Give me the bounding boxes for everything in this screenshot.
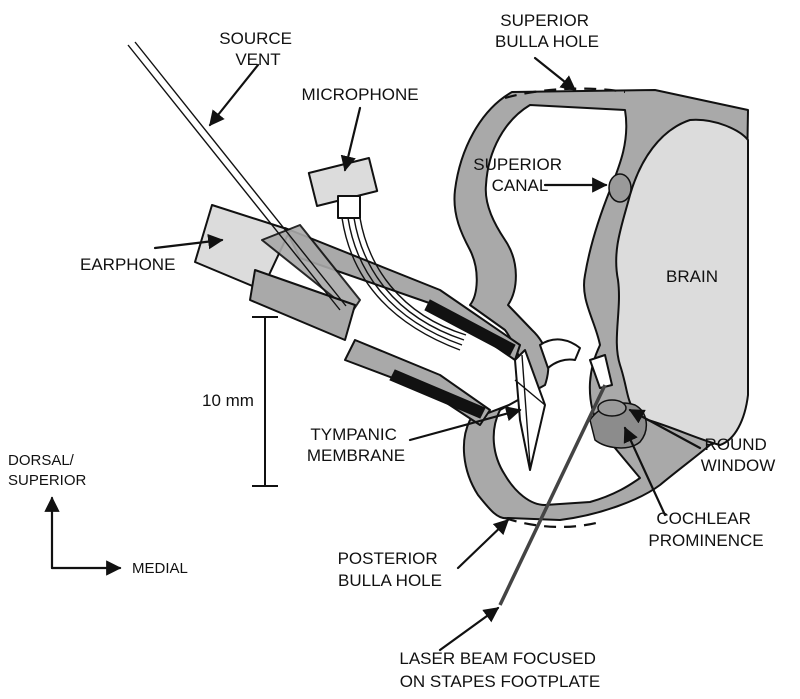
scale-bar	[252, 316, 278, 487]
ossicle-chain	[539, 338, 581, 369]
speculum-insert-upper	[424, 299, 516, 356]
superior-canal-shape	[608, 173, 632, 203]
source-vent-tube-edge	[134, 41, 347, 307]
microphone-stem	[337, 195, 361, 219]
tympanic-membrane-detail	[514, 354, 546, 466]
stapes	[589, 354, 613, 389]
superior-canal-label: SUPERIOR CANAL	[473, 155, 567, 195]
cochlear-prominence-label: COCHLEAR PROMINENCE	[648, 509, 763, 550]
medial-label: MEDIAL	[132, 560, 188, 577]
posterior-bulla-hole	[504, 516, 601, 529]
microphone-arrow	[340, 106, 362, 172]
dorsal-superior-label: DORSAL/ SUPERIOR	[8, 452, 87, 489]
speculum-insert-lower	[389, 369, 486, 419]
laser-beam-arrow	[438, 606, 500, 652]
laser-beam	[498, 384, 607, 606]
microphone-label: MICROPHONE	[301, 85, 418, 104]
laser-beam-label: LASER BEAM FOCUSED ON STAPES FOOTPLATE	[399, 649, 600, 691]
source-vent-arrow	[208, 63, 260, 127]
round-window-shape	[597, 399, 627, 417]
earphone-label: EARPHONE	[80, 255, 175, 274]
scale-bar-label: 10 mm	[202, 391, 254, 410]
posterior-bulla-hole-arrow	[456, 518, 510, 570]
earphone-tube-lower	[249, 269, 356, 341]
superior-bulla-hole-label: SUPERIOR BULLA HOLE	[495, 11, 599, 51]
cochlear-prominence-arrow	[623, 426, 667, 517]
round-window-arrow	[628, 408, 702, 450]
source-vent-tube	[127, 44, 341, 311]
tympanic-membrane-label: TYMPANIC MEMBRANE	[307, 425, 405, 465]
tympanic-membrane-arrow	[408, 406, 522, 442]
brain-label: BRAIN	[666, 267, 718, 286]
earphone-arrow	[153, 233, 224, 250]
superior-bulla-hole-arrow	[533, 56, 577, 92]
posterior-bulla-hole-label: POSTERIOR BULLA HOLE	[338, 549, 443, 590]
source-vent-label: SOURCE VENT	[219, 29, 296, 69]
microphone-tubes	[341, 217, 467, 351]
round-window-label: ROUND WINDOW	[701, 435, 776, 475]
